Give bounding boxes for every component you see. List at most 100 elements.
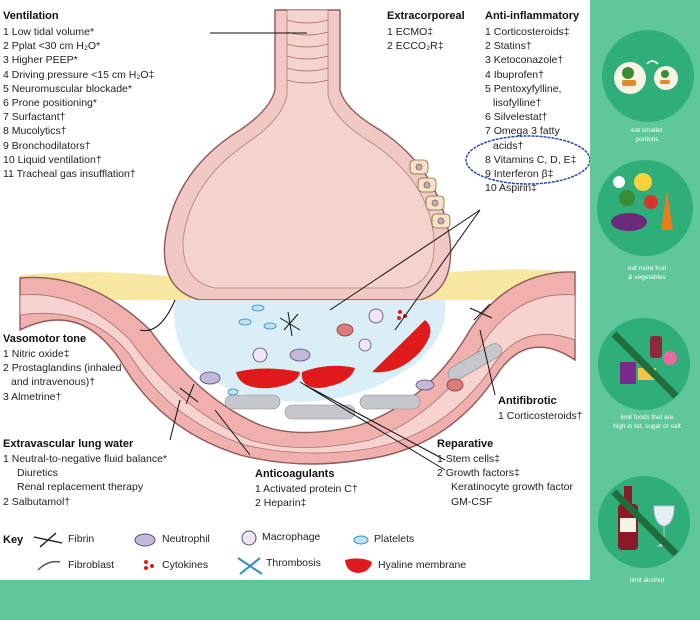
key-macrophage-label: Macrophage xyxy=(262,531,321,543)
tip-fat: limit foods that are high in fat, sugar … xyxy=(597,413,697,431)
antifibrotic-item: 1 Corticosteroids† xyxy=(498,410,583,422)
tip-circle-fruit xyxy=(597,160,693,256)
anti-inflammatory-item: 4 Ibuprofen† xyxy=(485,68,544,81)
anti-inflammatory-item: 3 Ketoconazole† xyxy=(485,54,564,67)
cytokine-key-icon xyxy=(144,560,154,570)
anticoagulants-item: 2 Heparin‡ xyxy=(255,497,307,510)
key-hyaline-label: Hyaline membrane xyxy=(378,559,467,571)
erythrocyte xyxy=(336,323,354,337)
wine-bottle-icon xyxy=(611,486,679,557)
ventilation-item: 5 Neuromuscular blockade* xyxy=(3,82,132,95)
vasomotor-item: 2 Prostaglandins (inhaled xyxy=(3,362,122,375)
anti-inflammatory-item: 8 Vitamins C, D, E‡ xyxy=(485,153,577,166)
anti-inflammatory-item: 9 Interferon β‡ xyxy=(485,168,554,181)
vasomotor-list: 1 Nitric oxide‡ 2 Prostaglandins (inhale… xyxy=(3,347,122,404)
antifibrotic-list: 1 Corticosteroids† xyxy=(498,409,583,423)
key-cytokines-label: Cytokines xyxy=(162,559,209,571)
platelet-key-icon xyxy=(353,535,369,545)
highlight-ellipse xyxy=(465,135,590,185)
anti-inflammatory-list: 1 Corticosteroids‡ 2 Statins† 3 Ketocona… xyxy=(485,25,576,195)
extravascular-item: 1 Neutral-to-negative fluid balance* xyxy=(3,453,168,465)
alveolus-inner xyxy=(182,9,435,289)
macrophages xyxy=(252,308,384,363)
ventilation-item: 2 Pplat <30 cm H₂O* xyxy=(3,40,101,53)
extracorporeal-item: 1 ECMO‡ xyxy=(387,26,434,38)
anti-inflammatory-item-cont: lisofylline† xyxy=(493,97,542,110)
tip-line: limit alcohol xyxy=(630,577,664,584)
tip-fruit: eat more fruit & vegetables xyxy=(597,264,697,282)
ventilation-item: 6 Prone positioning* xyxy=(3,97,97,110)
anticoagulants-title: Anticoagulants xyxy=(255,468,335,480)
ventilation-title: Ventilation xyxy=(3,10,59,22)
ventilation-item: 7 Surfactant† xyxy=(3,111,66,124)
anti-inflammatory-item: 7 Omega 3 fatty xyxy=(485,125,560,138)
reparative-subitem: Keratinocyte growth factor xyxy=(451,481,573,494)
fruit-vegetables-icon xyxy=(611,173,673,231)
ventilation-item: 8 Mucolytics† xyxy=(3,125,67,138)
tip-circle-fat xyxy=(598,318,690,410)
tip-line: limit foods that are xyxy=(620,414,674,421)
extravascular-title: Extravascular lung water xyxy=(3,438,134,450)
anticoagulants-item: 1 Activated protein C† xyxy=(255,483,358,495)
extracorporeal-list: 1 ECMO‡ 2 ECCO₂R‡ xyxy=(387,25,444,53)
vasomotor-title: Vasomotor tone xyxy=(3,333,87,345)
extravascular-list: 1 Neutral-to-negative fluid balance* Diu… xyxy=(3,452,167,509)
reparative-item: 1 Stem cells‡ xyxy=(437,453,501,465)
key-neutrophil-label: Neutrophil xyxy=(162,533,210,545)
tip-alcohol: limit alcohol xyxy=(597,576,697,585)
anti-inflammatory-item: 1 Corticosteroids‡ xyxy=(485,26,570,38)
anti-inflammatory-item: 2 Statins† xyxy=(485,40,532,53)
tip-line: portions xyxy=(635,136,659,143)
macrophage-key-icon xyxy=(241,530,257,546)
extracorporeal-title: Extracorporeal xyxy=(387,10,465,22)
anti-inflammatory-title: Anti-inflammatory xyxy=(485,10,580,22)
tip-line: & vegetables xyxy=(628,274,666,281)
reparative-list: 1 Stem cells‡ 2 Growth factors‡ Keratino… xyxy=(437,452,573,509)
reparative-title: Reparative xyxy=(437,438,494,450)
key-fibroblast-label: Fibroblast xyxy=(68,559,115,571)
vasomotor-item-cont: and intravenous)† xyxy=(11,376,96,389)
plate-icon xyxy=(614,60,678,94)
tip-circle-portions xyxy=(602,30,694,122)
fibroblast-key-icon xyxy=(37,560,61,571)
anti-inflammatory-item: 5 Pentoxyfylline, xyxy=(485,82,562,95)
antifibrotic-title: Antifibrotic xyxy=(498,395,557,407)
anti-inflammatory-item-cont: acids† xyxy=(493,139,524,152)
reparative-subitem: GM-CSF xyxy=(451,495,493,508)
airway-rings xyxy=(286,19,329,84)
tip-circle-alcohol xyxy=(598,476,690,568)
extravascular-subitem: Diuretics xyxy=(17,467,58,480)
neutrophils xyxy=(199,348,435,391)
reparative-item: 2 Growth factors‡ xyxy=(437,467,520,480)
key-icons xyxy=(33,530,372,575)
ventilation-item: 4 Driving pressure <15 cm H₂O‡ xyxy=(3,68,155,81)
tip-line: eat more fruit xyxy=(627,265,667,272)
vasomotor-item: 1 Nitric oxide‡ xyxy=(3,348,70,360)
extravascular-subitem: Renal replacement therapy xyxy=(17,481,144,494)
fibrin-strands xyxy=(179,303,493,405)
ventilation-item: 1 Low tidal volume* xyxy=(3,26,95,38)
extravascular-item: 2 Salbutamol† xyxy=(3,495,71,508)
key-fibrin-label: Fibrin xyxy=(68,533,95,545)
ventilation-item: 11 Tracheal gas insufflation† xyxy=(3,168,136,181)
tip-line: high in fat, sugar or salt xyxy=(613,423,681,430)
neutrophil-key-icon xyxy=(134,533,156,547)
tip-portions: eat smaller portions xyxy=(597,126,697,144)
basement-membrane xyxy=(224,343,503,420)
alveolus-illustration xyxy=(19,9,590,575)
ventilation-item: 9 Bronchodilators† xyxy=(3,139,91,152)
ventilation-item: 10 Liquid ventilation† xyxy=(3,153,102,166)
anticoagulants-list: 1 Activated protein C† 2 Heparin‡ xyxy=(255,482,358,510)
anti-inflammatory-item: 6 Silvelestat† xyxy=(485,111,548,124)
anti-inflammatory-item: 10 Aspirin‡ xyxy=(485,182,537,195)
hyaline-key-icon xyxy=(345,558,372,573)
ventilation-list: 1 Low tidal volume* 2 Pplat <30 cm H₂O* … xyxy=(3,25,154,181)
platelets xyxy=(227,304,277,396)
epithelial-cells xyxy=(409,159,451,229)
key-platelets-label: Platelets xyxy=(374,533,415,545)
fibrin-key-icon xyxy=(33,532,63,548)
vasomotor-item: 3 Almetrine† xyxy=(3,390,62,403)
thrombosis-key-icon xyxy=(237,557,263,575)
diagram-panel: Ventilation 1 Low tidal volume* 2 Pplat … xyxy=(0,0,590,580)
leader-lines xyxy=(139,32,496,471)
